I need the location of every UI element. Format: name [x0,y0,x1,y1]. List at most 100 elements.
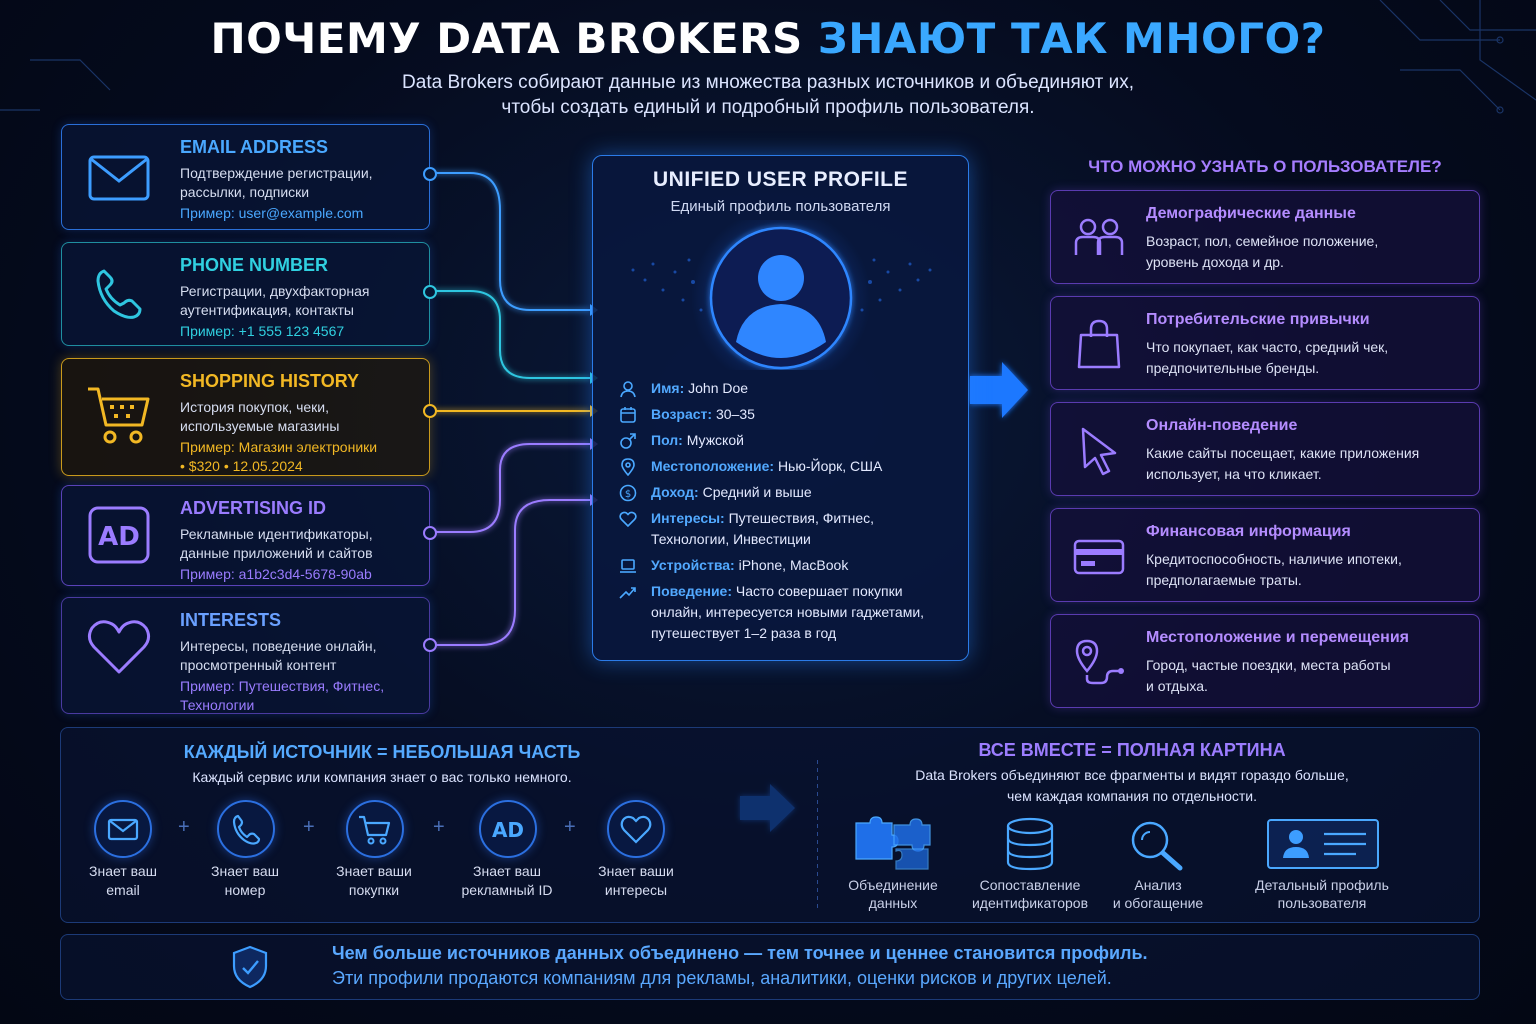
profile-field-age: Возраст: 30–35 [619,404,954,425]
bottom-right-subtitle: Data Brokers объединяют все фрагменты и … [915,767,1349,804]
profile-title: UNIFIED USER PROFILE [652,168,909,191]
insight-card-habits: Потребительские привычки Что покупает, к… [1050,296,1480,390]
small-source-phone [217,800,275,858]
route-icon [1075,639,1124,685]
insight-title: Потребительские привычки [1146,311,1370,328]
page-title: ПОЧЕМУ DATA BROKERS ЗНАЮТ ТАК МНОГО? [0,14,1536,63]
profile-field-gender: Пол: Мужской [619,430,954,451]
small-source-interests [607,800,665,858]
bottom-right-heading: ВСЕ ВМЕСТЕ = ПОЛНАЯ КАРТИНА [978,740,1286,760]
source-desc: Подтверждение регистрации, [180,165,373,181]
shopping-cart-icon [88,387,150,444]
source-desc: данные приложений и сайтов [180,545,373,561]
source-heading: INTERESTS [180,610,282,630]
arrow-to-insights [970,362,1028,418]
plus-sign: + [178,816,190,838]
footer-line-bold: Чем больше источников данных объединено … [332,943,1148,963]
plus-sign: + [433,816,445,838]
insights-heading: ЧТО МОЖНО УЗНАТЬ О ПОЛЬЗОВАТЕЛЕ? [1088,157,1442,176]
connector-dot [423,167,437,181]
field-key: Имя: [651,380,685,396]
heart-icon [87,620,151,674]
profile-field-devices: Устройства: iPhone, MacBook [619,555,954,576]
title-part-blue: ЗНАЮТ ТАК МНОГО? [817,14,1326,63]
source-example: Пример: a1b2c3d4-5678-90ab [180,566,372,582]
bottom-panel [60,727,1480,923]
source-example: • $320 • 12.05.2024 [180,458,303,474]
dollar-icon: $ [619,484,637,502]
heart-icon [620,815,652,844]
ad-icon: AD [88,506,150,564]
connector-dot [423,404,437,418]
connector-ad [430,443,590,533]
circuit-decoration [0,0,1536,114]
title-part-white: ПОЧЕМУ DATA BROKERS [210,14,818,63]
insight-title: Финансовая информация [1146,523,1351,540]
insight-desc: Возраст, пол, семейное положение,уровень… [1146,233,1379,270]
puzzle-icon [855,816,931,870]
field-key: Пол: [651,432,683,448]
source-heading: ADVERTISING ID [180,498,327,518]
user-icon [620,381,636,398]
field-key: Доход: [651,484,699,500]
footer-line: Эти профили продаются компаниям для рекл… [332,968,1112,988]
field-value: Нью-Йорк, США [777,458,883,474]
connector-interests [430,499,590,646]
source-card-shopping: SHOPPING HISTORY История покупок, чеки, … [61,358,437,476]
heart-icon [619,511,637,528]
divider [817,760,818,910]
profile-field-behavior: Поведение: Часто совершает покупки онлай… [619,581,949,644]
profile-fields: Имя: John Doe Возраст: 30–35 Пол: Мужско… [619,378,954,649]
field-value: Мужской [686,432,744,448]
connector-dot [423,638,437,652]
field-key: Местоположение: [651,458,775,474]
source-example: Пример: user@example.com [180,205,364,221]
field-value: iPhone, MacBook [738,557,849,573]
source-example: Технологии [180,697,255,713]
field-key: Возраст: [651,406,713,422]
small-source-shopping [346,800,404,858]
field-value: Часто совершает покупки онлайн, интересу… [651,583,925,641]
source-desc: Рекламные идентификаторы, [180,526,373,542]
field-key: Устройства: [651,557,735,573]
field-key: Интересы: [651,510,725,526]
phone-icon [96,269,142,319]
insight-desc: Что покупает, как часто, средний чек,пре… [1146,339,1389,376]
field-key: Поведение: [651,583,733,599]
field-value: 30–35 [715,406,755,422]
subtitle-line: Data Brokers собирают данные из множеств… [402,72,1134,93]
connector-dot [423,526,437,540]
people-icon [1074,218,1124,255]
magnifier-icon [1131,821,1183,871]
small-source-ad: AD [479,800,537,858]
location-pin-icon [621,458,635,476]
laptop-icon [620,559,636,573]
source-desc: просмотренный контент [180,657,337,673]
profile-field-interests: Интересы: Путешествия, Фитнес, Технологи… [619,508,899,550]
bottom-left-subtitle: Каждый сервис или компания знает о вас т… [192,769,572,785]
profile-field-location: Местоположение: Нью-Йорк, США [619,456,954,477]
insight-title: Местоположение и перемещения [1146,629,1410,646]
bottom-left-heading: КАЖДЫЙ ИСТОЧНИК = НЕБОЛЬШАЯ ЧАСТЬ [183,742,581,762]
subtitle-line: чтобы создать единый и подробный профиль… [501,97,1035,118]
source-example: Пример: Магазин электроники [180,439,378,455]
svg-text:AD: AD [492,818,524,842]
source-heading: PHONE NUMBER [180,255,329,275]
svg-text:$: $ [625,489,631,500]
insight-card-financial: Финансовая информация Кредитоспособность… [1050,508,1480,602]
source-desc: Регистрации, двухфакторная [180,283,370,299]
source-card-advertising: AD ADVERTISING ID Рекламные идентификато… [61,485,437,586]
credit-card-icon [1073,539,1125,575]
source-example: Пример: Путешествия, Фитнес, [180,678,385,694]
trend-icon [619,587,636,599]
gender-icon [620,433,636,449]
cursor-icon [1081,427,1117,476]
field-value: Путешествия, Фитнес, Технологии, Инвести… [651,510,875,547]
avatar [631,220,932,370]
